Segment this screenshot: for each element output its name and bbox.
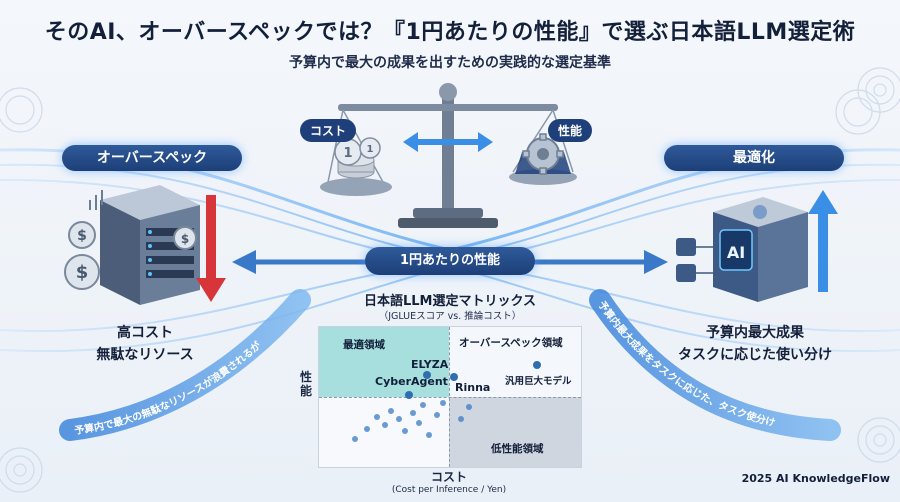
svg-text:1: 1 bbox=[367, 144, 374, 155]
balance-scale-icon: 1 1 bbox=[320, 83, 577, 228]
matrix-y-label: 性能 bbox=[300, 370, 313, 398]
svg-text:1: 1 bbox=[343, 146, 352, 161]
footer-credit: 2025 AI KnowledgeFlow bbox=[741, 472, 890, 485]
point-cyberagent bbox=[405, 391, 413, 399]
optimal-quadrant bbox=[319, 327, 449, 397]
matrix-points bbox=[352, 361, 541, 442]
matrix-title: 日本語LLM選定マトリックス bbox=[363, 294, 537, 309]
overspec-caption-line2: 無駄なリソース bbox=[96, 347, 194, 363]
right-curve-text: 予算内最大成果をタスクに応じた、タスク使分け bbox=[596, 299, 777, 429]
model-label-elyza: ELYZA bbox=[411, 358, 449, 371]
model-label-generic-large: 汎用巨大モデル bbox=[505, 376, 572, 387]
overspec-caption-line1: 高コスト bbox=[117, 325, 173, 341]
matrix-subtitle: （JGLUEスコア vs. 推論コスト） bbox=[378, 311, 522, 322]
page-subtitle: 予算内で最大の成果を出すための実践的な選定基準 bbox=[289, 55, 611, 71]
center-label: 1円あたりの性能 bbox=[365, 247, 535, 275]
matrix-divider-h bbox=[319, 397, 581, 398]
optimal-quadrant-label: 最適領域 bbox=[343, 339, 385, 351]
optimized-caption-line1: 予算内最大成果 bbox=[706, 325, 804, 341]
ai-chip-label: AI bbox=[727, 243, 745, 262]
matrix-x-label: コスト bbox=[430, 470, 467, 484]
point-generic-large bbox=[533, 361, 541, 369]
svg-text:$: $ bbox=[77, 228, 87, 244]
point-elyza bbox=[423, 371, 431, 379]
overspec-quadrant-label: オーバースペック領域 bbox=[459, 337, 563, 349]
svg-text:予算内最大成果をタスクに応じた、タスク使分け: 予算内最大成果をタスクに応じた、タスク使分け bbox=[596, 299, 777, 429]
model-label-cyberagent: CyberAgent bbox=[375, 375, 448, 388]
optimized-caption: 予算内最大成果 タスクに応じた使い分け bbox=[660, 322, 850, 366]
svg-text:$: $ bbox=[76, 262, 89, 283]
matrix-chart: 最適領域 オーバースペック領域 低性能領域 ELYZA CyberAgent R… bbox=[318, 326, 582, 468]
matrix-x-sublabel: (Cost per Inference / Yen) bbox=[391, 485, 507, 495]
optimized-caption-line2: タスクに応じた使い分け bbox=[678, 347, 832, 363]
cost-badge: コスト bbox=[300, 119, 357, 142]
overspec-caption: 高コスト 無駄なリソース bbox=[60, 322, 230, 366]
left-curve-text: 予算内で最大の無駄なリソースが浪費されるが bbox=[74, 338, 265, 437]
overspec-header: オーバースペック bbox=[62, 145, 242, 171]
ai-chip-icon: AI bbox=[676, 190, 838, 302]
page-title: そのAI、オーバースペックでは？『1円あたりの性能』で選ぶ日本語LLM選定術 bbox=[44, 20, 856, 45]
performance-badge: 性能 bbox=[548, 119, 593, 142]
svg-text:$: $ bbox=[181, 232, 189, 246]
model-label-rinna: Rinna bbox=[455, 381, 491, 394]
svg-text:予算内で最大の無駄なリソースが浪費されるが: 予算内で最大の無駄なリソースが浪費されるが bbox=[74, 338, 265, 437]
overspec-quadrant bbox=[449, 327, 581, 397]
optimized-header: 最適化 bbox=[664, 145, 844, 171]
server-icon: $ $ $ bbox=[64, 185, 226, 305]
low-quadrant-label: 低性能領域 bbox=[491, 443, 544, 455]
optimal-low-quadrant bbox=[319, 397, 449, 467]
point-rinna bbox=[450, 373, 458, 381]
